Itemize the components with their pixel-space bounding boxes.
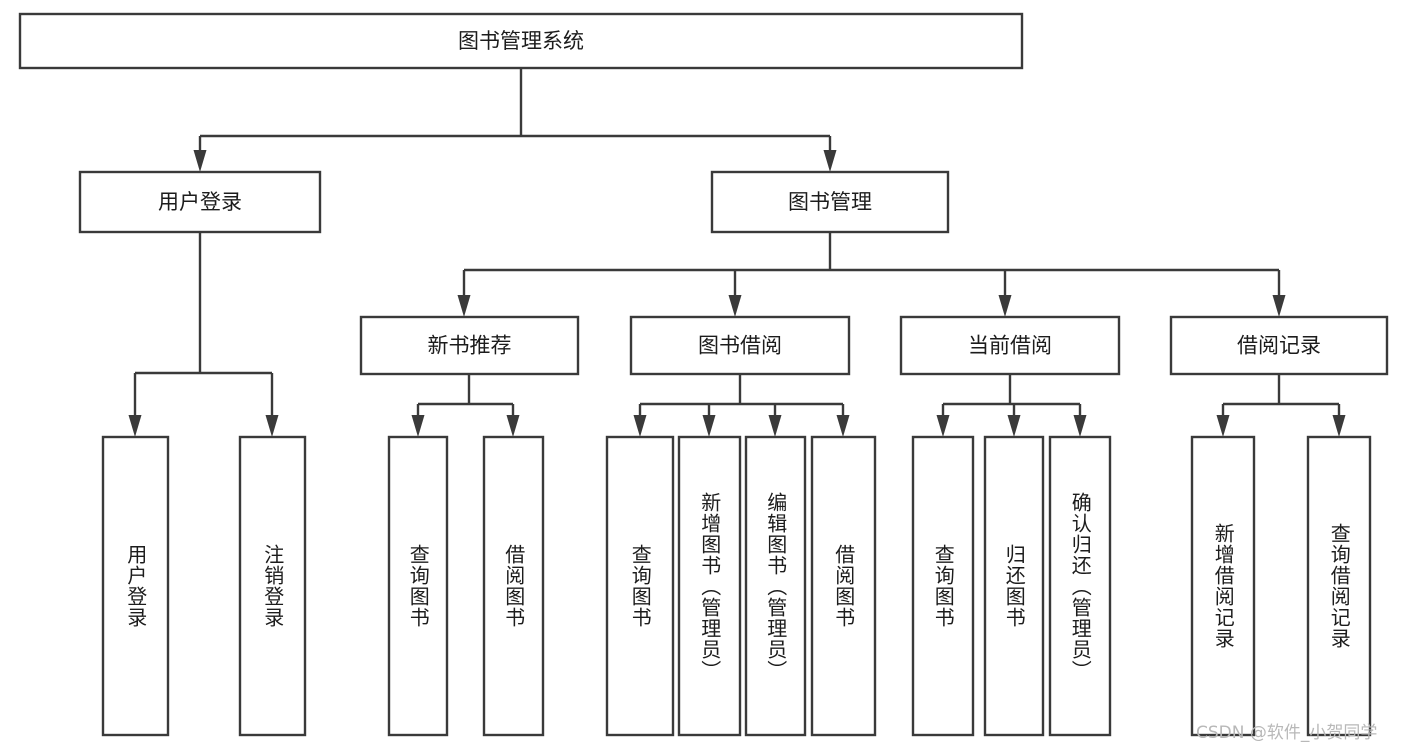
arrow-head-icon [728,295,742,317]
node-box-leaf-add-borrow-record[interactable] [1190,435,1256,737]
node-leaf-add-book[interactable] [677,435,742,737]
node-box-leaf-query-book-recommend[interactable] [387,435,449,737]
node-box-leaf-borrow-book[interactable] [810,435,877,737]
node-leaf-query-book-recommend[interactable] [387,435,449,737]
arrow-head-icon [823,150,837,172]
node-label-user-login: 用户登录 [158,190,242,214]
node-book-borrow[interactable]: 图书借阅 [629,315,851,376]
csdn-watermark: CSDN @软件_小贺同学 [1196,723,1378,743]
node-leaf-return-book[interactable] [983,435,1045,737]
node-book-management[interactable]: 图书管理 [710,170,950,234]
node-borrow-record[interactable]: 借阅记录 [1169,315,1389,376]
connector-group-book-management-to-level3 [457,232,1286,317]
connector-group-root-to-level2 [193,68,837,172]
node-leaf-query-borrow-record[interactable] [1306,435,1372,737]
arrow-head-icon [1216,415,1230,437]
arrow-head-icon [506,415,520,437]
node-box-leaf-borrow-book-recommend[interactable] [482,435,545,737]
arrow-head-icon [1073,415,1087,437]
node-current-borrow[interactable]: 当前借阅 [899,315,1121,376]
node-box-book-borrow[interactable] [629,315,851,376]
node-label-book-management: 图书管理 [788,190,872,214]
node-root[interactable]: 图书管理系统 [18,12,1024,70]
arrow-head-icon [998,295,1012,317]
arrow-head-icon [457,295,471,317]
node-box-new-book-recommend[interactable] [359,315,580,376]
connector-group-book-borrow-to-leaves [633,374,850,437]
node-box-leaf-return-book[interactable] [983,435,1045,737]
node-box-leaf-user-login[interactable] [101,435,170,737]
node-box-leaf-add-book[interactable] [677,435,742,737]
node-box-leaf-query-borrow-record[interactable] [1306,435,1372,737]
arrow-head-icon [411,415,425,437]
arrow-head-icon [633,415,647,437]
node-box-current-borrow[interactable] [899,315,1121,376]
node-box-leaf-query-book-current[interactable] [911,435,975,737]
connector-layer [128,68,1346,437]
node-label-borrow-record: 借阅记录 [1237,334,1321,358]
node-box-book-management[interactable] [710,170,950,234]
node-leaf-edit-book[interactable] [744,435,807,737]
arrow-head-icon [836,415,850,437]
node-label-root: 图书管理系统 [458,29,584,53]
arrow-head-icon [193,150,207,172]
arrow-head-icon [1007,415,1021,437]
arrow-head-icon [936,415,950,437]
node-box-borrow-record[interactable] [1169,315,1389,376]
connector-group-user-login-to-leaves [128,232,279,437]
node-box-leaf-query-book-borrow[interactable] [605,435,675,737]
node-box-leaf-edit-book[interactable] [744,435,807,737]
node-leaf-user-login[interactable] [101,435,170,737]
arrow-head-icon [1272,295,1286,317]
arrow-head-icon [265,415,279,437]
node-box-leaf-logout[interactable] [238,435,307,737]
node-leaf-query-book-borrow[interactable] [605,435,675,737]
arrow-head-icon [768,415,782,437]
node-label-new-book-recommend: 新书推荐 [428,334,512,358]
node-leaf-borrow-book-recommend[interactable] [482,435,545,737]
node-new-book-recommend[interactable]: 新书推荐 [359,315,580,376]
node-box-root[interactable] [18,12,1024,70]
node-label-book-borrow: 图书借阅 [698,334,782,358]
node-user-login[interactable]: 用户登录 [78,170,322,234]
node-leaf-query-book-current[interactable] [911,435,975,737]
arrow-head-icon [128,415,142,437]
node-leaf-borrow-book[interactable] [810,435,877,737]
node-leaf-add-borrow-record[interactable] [1190,435,1256,737]
node-box-leaf-confirm-return[interactable] [1048,435,1112,737]
connector-group-new-book-recommend-to-leaves [411,374,520,437]
node-label-current-borrow: 当前借阅 [968,334,1052,358]
arrow-head-icon [702,415,716,437]
arrow-head-icon [1332,415,1346,437]
connector-group-current-borrow-to-leaves [936,374,1087,437]
node-leaf-confirm-return[interactable] [1048,435,1112,737]
connector-group-borrow-record-to-leaves [1216,374,1346,437]
node-leaf-logout[interactable] [238,435,307,737]
node-box-user-login[interactable] [78,170,322,234]
